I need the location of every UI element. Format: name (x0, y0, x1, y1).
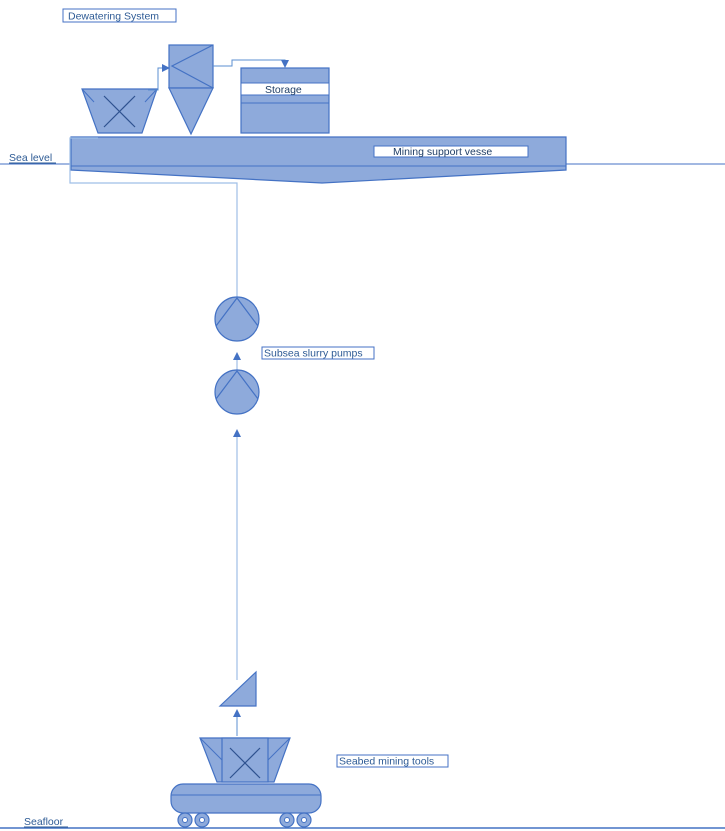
seabed-mining-tools (170, 670, 322, 828)
crawler-body (170, 783, 322, 814)
dewatering-system-title: Dewatering System (62, 8, 177, 23)
storage-tank: Storage (240, 67, 330, 134)
vessel-label: Mining support vesse (393, 146, 492, 158)
tools-label-box: Seabed mining tools (336, 754, 449, 768)
seafloor-label-box: Seafloor (24, 816, 68, 828)
collector-icon (218, 670, 257, 707)
pumps-label-box: Subsea slurry pumps (261, 346, 375, 360)
dewatering-system-label: Dewatering System (68, 11, 159, 23)
sea-level-label-box: Sea level (9, 152, 56, 164)
pumps-label: Subsea slurry pumps (264, 348, 363, 360)
dewatering-hopper-icon (81, 88, 158, 134)
lower-pump-icon (214, 369, 260, 415)
wheels-icon (177, 812, 312, 828)
storage-label: Storage (265, 84, 302, 96)
mining-support-vessel: Mining support vesse (70, 136, 567, 184)
cyclone-to-storage-line (213, 59, 289, 68)
cyclone-separator-icon (168, 44, 214, 136)
hopper-to-cyclone-line (148, 64, 170, 91)
tools-label: Seabed mining tools (339, 756, 434, 768)
riser-line-upper (69, 137, 238, 297)
upper-pump-icon (214, 296, 260, 342)
seafloor-label: Seafloor (24, 816, 64, 828)
sea-level-label: Sea level (9, 152, 52, 164)
